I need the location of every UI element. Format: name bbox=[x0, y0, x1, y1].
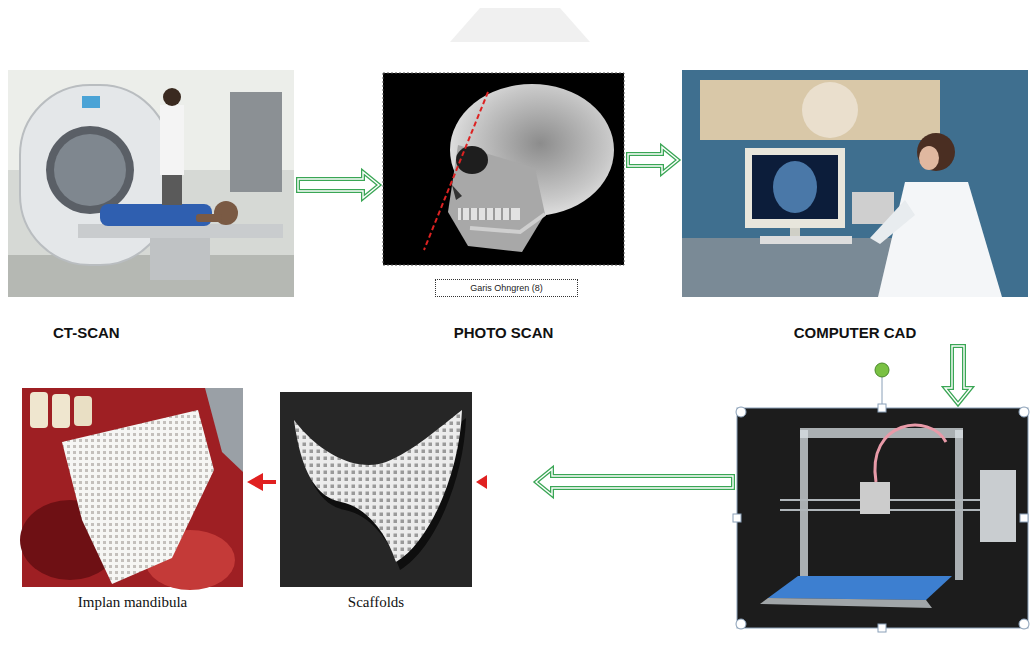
arrow-path bbox=[486, 482, 536, 483]
watermark bbox=[450, 8, 590, 42]
arrow-outline bbox=[536, 469, 733, 495]
image-panel: COMPUTER CAD bbox=[682, 70, 1028, 342]
stage-label: Scaffolds bbox=[280, 593, 472, 611]
image-panel: Scaffolds bbox=[280, 392, 472, 611]
flow-arrow bbox=[945, 346, 971, 404]
flow-arrow bbox=[476, 469, 733, 495]
flow-arrow bbox=[628, 147, 678, 173]
arrow-head bbox=[247, 473, 263, 491]
arrow-inner-line bbox=[628, 147, 678, 173]
stage-label: CT-SCAN bbox=[8, 324, 294, 342]
ct-scan-photo bbox=[8, 70, 294, 297]
arrow-inner-line bbox=[536, 469, 733, 495]
flow-arrow bbox=[247, 473, 276, 491]
arrow-outline bbox=[945, 346, 971, 404]
arrow-inner-line bbox=[298, 172, 379, 198]
scaffold-photo bbox=[280, 392, 472, 587]
cad-computer-photo bbox=[682, 70, 1028, 297]
image-panel: CT-SCAN bbox=[8, 70, 294, 342]
arrow-outline bbox=[628, 147, 678, 173]
image-panel: PHOTO SCAN bbox=[383, 73, 624, 342]
arrow-inner-line bbox=[945, 346, 971, 404]
arrow-head bbox=[476, 475, 487, 489]
image-panel bbox=[737, 408, 1028, 628]
printer-photo bbox=[733, 363, 1029, 632]
skull-photo bbox=[383, 73, 624, 265]
arrow-outline bbox=[298, 172, 379, 198]
stage-label: COMPUTER CAD bbox=[682, 324, 1028, 342]
figure-caption: Garis Ohngren (8) bbox=[435, 279, 578, 297]
mandible-implant-photo bbox=[20, 388, 243, 590]
stage-label: PHOTO SCAN bbox=[383, 324, 624, 342]
image-panel: Implan mandibula bbox=[22, 388, 243, 611]
arrow-shaft bbox=[261, 480, 276, 484]
flow-arrow bbox=[298, 172, 379, 198]
stage-label: Implan mandibula bbox=[22, 593, 243, 611]
